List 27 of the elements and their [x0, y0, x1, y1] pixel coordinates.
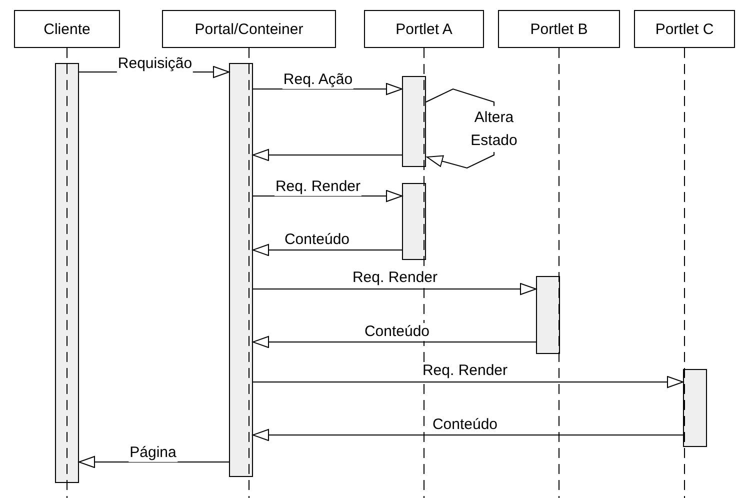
lifeline-header: Portlet B — [498, 10, 620, 48]
activation-bar — [683, 369, 707, 447]
edge-label: Req. Render — [351, 269, 439, 287]
lifeline-header: Cliente — [14, 10, 120, 48]
message-arrow — [252, 429, 684, 441]
message-arrow — [252, 283, 536, 295]
activation-bar — [229, 63, 253, 477]
message-arrow — [252, 83, 402, 95]
message-arrow — [252, 336, 536, 348]
message-arrow — [252, 376, 684, 388]
activation-bar — [402, 76, 426, 167]
edge-label: Página — [128, 444, 178, 462]
lifeline-header: Portlet A — [364, 10, 484, 48]
message-arrow — [252, 190, 402, 202]
activation-bar — [402, 183, 426, 260]
edge-label: Req. Render — [274, 178, 362, 196]
message-arrow — [78, 456, 230, 468]
edge-label: Conteúdo — [363, 323, 431, 341]
edge-label: Req. Render — [421, 362, 509, 380]
edge-label: Requisição — [116, 55, 194, 73]
message-arrow — [252, 244, 402, 256]
message-arrow — [252, 149, 402, 161]
activation-bar — [55, 63, 79, 483]
lifeline-header: Portal/Conteiner — [162, 10, 336, 48]
activation-bar — [536, 276, 560, 354]
edge-label: Req. Ação — [282, 71, 354, 89]
lifeline-header: Portlet C — [634, 10, 735, 48]
